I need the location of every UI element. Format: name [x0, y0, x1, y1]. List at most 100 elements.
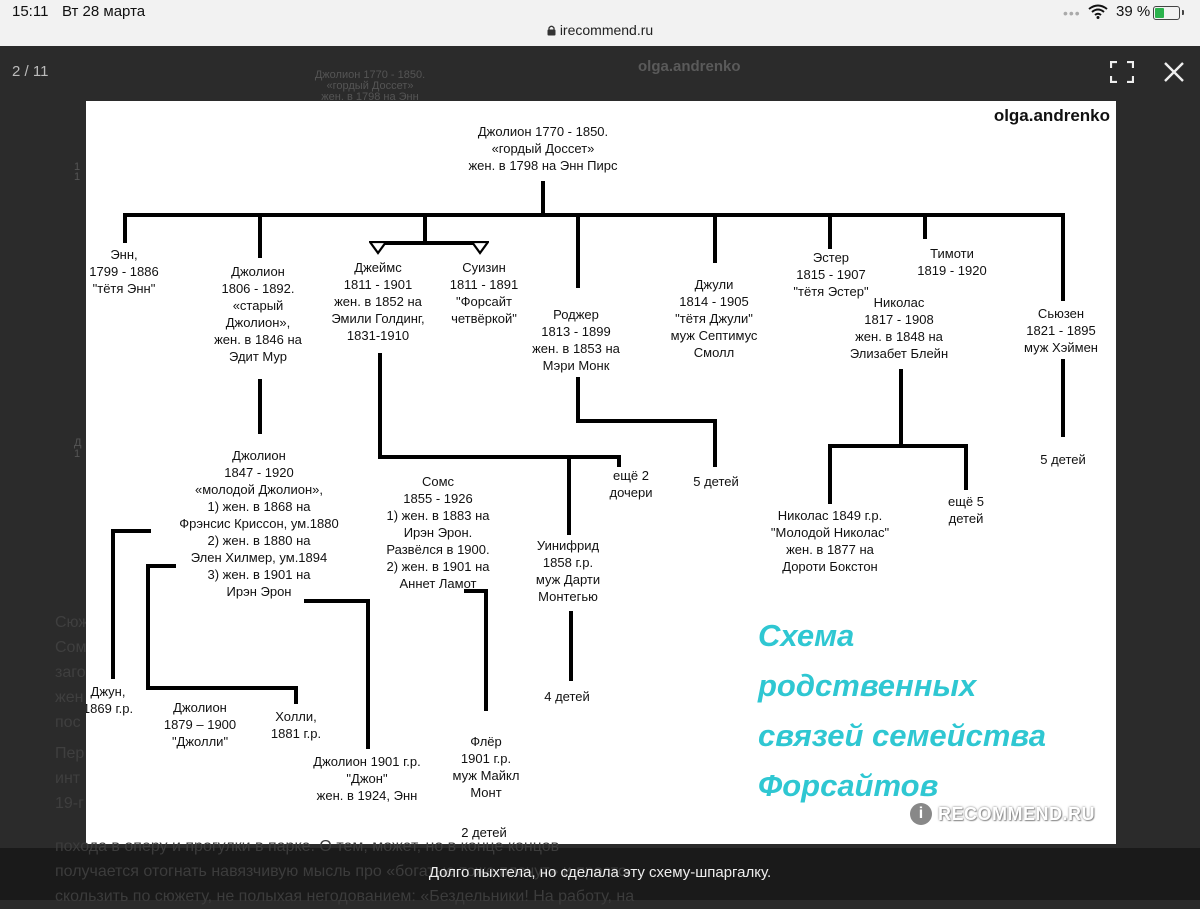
status-dots: •••	[1063, 5, 1081, 21]
close-icon[interactable]	[1163, 61, 1185, 83]
node-line: 1821 - 1895	[1026, 323, 1096, 338]
node-line: Джеймс	[354, 260, 402, 275]
node-line: 1) жен. в 1883 на	[386, 508, 490, 523]
tree-line	[828, 213, 832, 249]
node-line: Эдит Мур	[229, 349, 287, 364]
node-line: жен. в 1852 на	[334, 294, 422, 309]
status-time: 15:11	[12, 3, 49, 20]
article-fragment: Сюж	[55, 614, 90, 631]
node-line: Дороти Бокстон	[782, 559, 878, 574]
image-counter: 2 / 11	[12, 63, 49, 80]
image-caption: Долго пыхтела, но сделала эту схему-шпар…	[428, 864, 772, 881]
node-fleur-children: 2 детей	[461, 824, 507, 841]
caption-line: связей семейства	[758, 718, 1046, 753]
node-line: Джули	[694, 277, 734, 292]
node-line: жен. в 1877 на	[786, 542, 874, 557]
url-text: irecommend.ru	[559, 22, 654, 38]
tree-line	[567, 455, 571, 535]
node-line: 1799 - 1886	[89, 264, 159, 279]
node-fleur: Флёр 1901 г.р. муж Майкл Монт	[453, 733, 520, 801]
family-tree-image[interactable]: olga.andrenko Джолион 1770 - 1850. «горд…	[86, 101, 1116, 844]
node-line: 5 детей	[1040, 452, 1086, 467]
tree-line	[541, 181, 545, 215]
node-line: Монт	[470, 785, 502, 800]
node-line: Мэри Монк	[542, 358, 610, 373]
node-line: Ирэн Эрон	[226, 584, 292, 599]
node-line: муж Септимус	[670, 328, 758, 343]
ghost-line: Джолион 1770 - 1850.	[314, 69, 426, 81]
article-background-text: Сюж Сом заго жен пос Пер инт 19-г	[55, 610, 89, 816]
article-fragment: Сом	[55, 639, 87, 656]
node-ester: Эстер 1815 - 1907 "тётя Эстер"	[793, 249, 868, 300]
node-line: 1814 - 1905	[679, 294, 749, 309]
node-line: Николас	[873, 295, 925, 310]
node-swithin: Суизин 1811 - 1891 "Форсайт четвёркой"	[450, 259, 518, 327]
node-line: Джолион 1770 - 1850.	[477, 124, 609, 139]
node-enn: Энн, 1799 - 1886 "тётя Энн"	[89, 246, 158, 297]
tree-line	[258, 213, 262, 258]
node-line: «гордый Доссет»	[491, 141, 595, 156]
node-soames: Сомс 1855 - 1926 1) жен. в 1883 на Ирэн …	[386, 473, 489, 592]
tree-line	[576, 419, 716, 423]
article-fragment: 19-г	[55, 795, 84, 812]
node-line: "тётя Джули"	[675, 311, 753, 326]
node-line: Джолион 1901 г.р.	[313, 754, 421, 769]
irecommend-logo: i RECOMMEND.RU	[910, 799, 1095, 829]
node-line: Монтегью	[538, 589, 598, 604]
tree-line	[366, 599, 370, 749]
node-line: дочери	[609, 485, 653, 500]
node-line: 1806 - 1892.	[221, 281, 295, 296]
node-line: 4 детей	[544, 689, 590, 704]
tree-line	[576, 377, 580, 421]
node-line: 1811 - 1901	[343, 277, 413, 292]
node-line: 1869 г.р.	[86, 701, 134, 716]
node-line: 5 детей	[693, 474, 739, 489]
node-holly: Холли, 1881 г.р.	[271, 708, 321, 742]
address-bar[interactable]: irecommend.ru	[0, 22, 1200, 38]
node-line: "Форсайт	[456, 294, 512, 309]
ghost-fragment: 1	[74, 161, 81, 173]
node-susan-children: 5 детей	[1040, 451, 1086, 468]
tree-line	[146, 564, 176, 568]
tree-line	[484, 589, 488, 711]
node-line: Николас 1849 г.р.	[777, 508, 883, 523]
node-line: Ирэн Эрон.	[403, 525, 473, 540]
node-root: Джолион 1770 - 1850. «гордый Доссет» жен…	[468, 123, 617, 174]
fullscreen-icon[interactable]	[1110, 61, 1134, 83]
author-watermark: olga.andrenko	[993, 106, 1110, 125]
node-line: Холли,	[275, 709, 317, 724]
irecommend-text: RECOMMEND.RU	[938, 803, 1095, 824]
article-fragment: заго	[55, 664, 86, 681]
node-line: 1815 - 1907	[796, 267, 866, 282]
node-line: Элизабет Блейн	[849, 346, 949, 361]
twin-marker-left	[369, 241, 387, 255]
diagram-caption: Схема родственных связей семейства Форса…	[758, 611, 1046, 811]
node-line: "Джон"	[346, 771, 388, 786]
status-bar: 15:11 Вт 28 марта ••• 39 % irecommend.ru	[0, 0, 1200, 46]
node-line: ещё 2	[613, 468, 649, 483]
node-julie: Джули 1814 - 1905 "тётя Джули" муж Септи…	[671, 276, 758, 361]
tree-line	[294, 686, 298, 704]
node-james: Джеймс 1811 - 1901 жен. в 1852 на Эмили …	[331, 259, 424, 344]
node-line: Уинифрид	[536, 538, 600, 553]
node-winifred-children: 4 детей	[544, 688, 590, 705]
node-susan: Сьюзен 1821 - 1895 муж Хэймен	[1024, 305, 1098, 356]
battery-icon	[1153, 6, 1184, 20]
node-timothy: Тимоти 1819 - 1920	[917, 245, 986, 279]
node-old-jolyon: Джолион 1806 - 1892. «старый Джолион», ж…	[214, 263, 302, 365]
article-fragment: похода в оперу и прогулки в парке. О тем…	[55, 838, 560, 855]
caption-line: родственных	[758, 668, 977, 703]
node-line: Фрэнсис Криссон, ум.1880	[179, 516, 339, 531]
tree-line	[569, 611, 573, 681]
node-line: "тётя Энн"	[92, 281, 156, 296]
node-line: 1858 г.р.	[542, 555, 594, 570]
tree-line	[713, 419, 717, 467]
tree-line	[576, 213, 580, 288]
article-fragment: скользить по сюжету, не полыхая негодова…	[55, 888, 635, 905]
tree-line	[111, 529, 151, 533]
node-line: Смолл	[693, 345, 735, 360]
tree-line	[1061, 213, 1065, 301]
node-line: 1817 - 1908	[864, 312, 934, 327]
node-line: 2) жен. в 1901 на	[386, 559, 490, 574]
article-fragment: инт	[55, 770, 81, 787]
